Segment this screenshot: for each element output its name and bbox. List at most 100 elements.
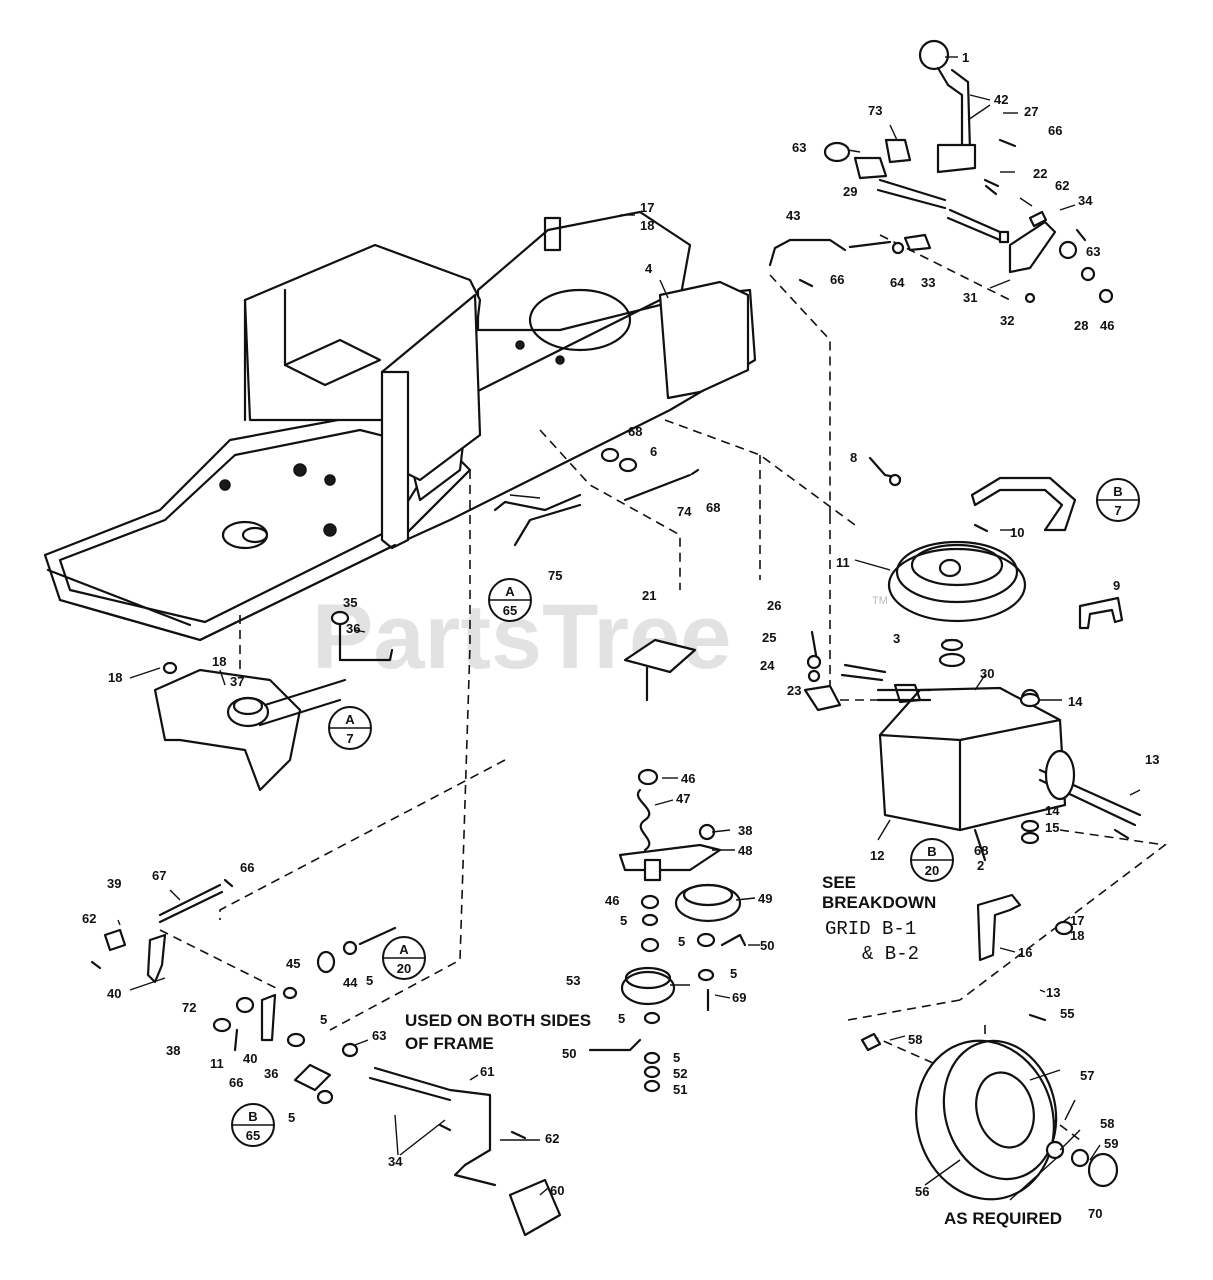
callout-label: 46 xyxy=(1100,318,1114,333)
callout-label: 61 xyxy=(480,1064,494,1079)
callout-label: 17 xyxy=(1070,913,1084,928)
callout-label: 24 xyxy=(760,658,775,673)
callout-label: 69 xyxy=(732,990,746,1005)
callout-label: 5 xyxy=(673,1050,680,1065)
brake-linkage[interactable] xyxy=(90,878,562,1237)
callout-label: 67 xyxy=(152,868,166,883)
callout-label: 46 xyxy=(605,893,619,908)
callout-label: 5 xyxy=(320,1012,327,1027)
reference-markers: B 7 A 7 A 65 B 20 A 20 xyxy=(231,478,1140,1147)
callout-label: 66 xyxy=(1048,123,1062,138)
diagram-notes: SEE BREAKDOWN GRID B-1 & B-2 USED ON BOT… xyxy=(405,873,1062,1228)
transaxle-assembly[interactable] xyxy=(803,630,1142,862)
callout-label: 40 xyxy=(107,986,121,1001)
ref-marker-a-7[interactable]: A 7 xyxy=(328,706,372,750)
callout-label: 5 xyxy=(730,966,737,981)
svg-text:B: B xyxy=(1113,484,1122,499)
callout-label: 48 xyxy=(738,843,752,858)
callout-label: 23 xyxy=(787,683,801,698)
callout-label: 8 xyxy=(850,450,857,465)
callout-label: 63 xyxy=(1086,244,1100,259)
ref-marker-a-65[interactable]: A 65 xyxy=(488,578,532,622)
callout-label: 38 xyxy=(166,1043,180,1058)
callout-label: 26 xyxy=(767,598,781,613)
part-callouts: 1 42 27 66 73 63 22 29 62 34 43 66 64 33… xyxy=(82,50,1159,1221)
callout-label: 18 xyxy=(640,218,654,233)
callout-label: 29 xyxy=(843,184,857,199)
idler-bracket-assembly[interactable] xyxy=(493,447,747,1093)
callout-label: 64 xyxy=(890,275,905,290)
callout-label: 50 xyxy=(562,1046,576,1061)
callout-label: 16 xyxy=(1018,945,1032,960)
transaxle-pulley[interactable] xyxy=(868,456,1124,630)
chassis-frame[interactable] xyxy=(43,210,757,642)
callout-label: 62 xyxy=(1055,178,1069,193)
callout-label: 37 xyxy=(230,674,244,689)
callout-label: 33 xyxy=(921,275,935,290)
svg-text:A: A xyxy=(399,942,409,957)
callout-label: 10 xyxy=(1010,525,1024,540)
callout-label: 42 xyxy=(994,92,1008,107)
callout-label: 32 xyxy=(1000,313,1014,328)
callout-label: 53 xyxy=(566,973,580,988)
callout-label: 55 xyxy=(1060,1006,1074,1021)
ref-marker-b-20[interactable]: B 20 xyxy=(910,838,954,882)
callout-label: 73 xyxy=(868,103,882,118)
rear-wheel[interactable] xyxy=(860,893,1119,1215)
watermark-tm: TM xyxy=(872,595,888,607)
callout-label: 59 xyxy=(1104,1136,1118,1151)
note-of-frame: OF FRAME xyxy=(405,1034,494,1053)
callout-label: 72 xyxy=(182,1000,196,1015)
callout-label: 6 xyxy=(650,444,657,459)
callout-label: 68 xyxy=(628,424,642,439)
callout-label: 15 xyxy=(1045,820,1059,835)
callout-label: 45 xyxy=(286,956,300,971)
svg-text:65: 65 xyxy=(503,603,517,618)
ref-marker-b-65[interactable]: B 65 xyxy=(231,1103,275,1147)
callout-label: 4 xyxy=(645,261,653,276)
note-see: SEE xyxy=(822,873,856,892)
callout-label: 50 xyxy=(760,938,774,953)
callout-label: 47 xyxy=(676,791,690,806)
callout-label: 1 xyxy=(962,50,969,65)
callout-label: 22 xyxy=(1033,166,1047,181)
note-used-both: USED ON BOTH SIDES xyxy=(405,1011,591,1030)
callout-label: 2 xyxy=(977,858,984,873)
svg-text:65: 65 xyxy=(246,1128,260,1143)
callout-label: 51 xyxy=(673,1082,687,1097)
callout-label: 18 xyxy=(212,654,226,669)
callout-label: 58 xyxy=(908,1032,922,1047)
callout-label: 44 xyxy=(343,975,358,990)
svg-text:7: 7 xyxy=(346,731,353,746)
svg-text:B: B xyxy=(248,1109,257,1124)
ref-marker-a-20[interactable]: A 20 xyxy=(382,936,426,980)
callout-label: 60 xyxy=(550,1183,564,1198)
callout-label: 14 xyxy=(1045,803,1060,818)
note-breakdown: BREAKDOWN xyxy=(822,893,936,912)
callout-label: 63 xyxy=(372,1028,386,1043)
callout-label: 46 xyxy=(681,771,695,786)
note-grid-2: & B-2 xyxy=(862,943,919,965)
callout-label: 70 xyxy=(1088,1206,1102,1221)
callout-label: 68 xyxy=(706,500,720,515)
callout-label: 66 xyxy=(830,272,844,287)
callout-label: 5 xyxy=(288,1110,295,1125)
callout-label: 56 xyxy=(915,1184,929,1199)
callout-label: 34 xyxy=(1078,193,1093,208)
shift-lever-assembly[interactable] xyxy=(768,39,1114,304)
belt-guide-assembly[interactable] xyxy=(153,610,394,792)
callout-label: 5 xyxy=(618,1011,625,1026)
callout-label: 58 xyxy=(1100,1116,1114,1131)
callout-label: 31 xyxy=(963,290,977,305)
callout-label: 5 xyxy=(678,934,685,949)
ref-marker-b-7[interactable]: B 7 xyxy=(1096,478,1140,522)
callout-label: 74 xyxy=(677,504,692,519)
leader-lines xyxy=(117,56,1141,1201)
svg-text:A: A xyxy=(505,584,515,599)
callout-label: 18 xyxy=(108,670,122,685)
callout-label: 21 xyxy=(642,588,656,603)
svg-text:A: A xyxy=(345,712,355,727)
callout-label: 12 xyxy=(870,848,884,863)
callout-label: 43 xyxy=(786,208,800,223)
